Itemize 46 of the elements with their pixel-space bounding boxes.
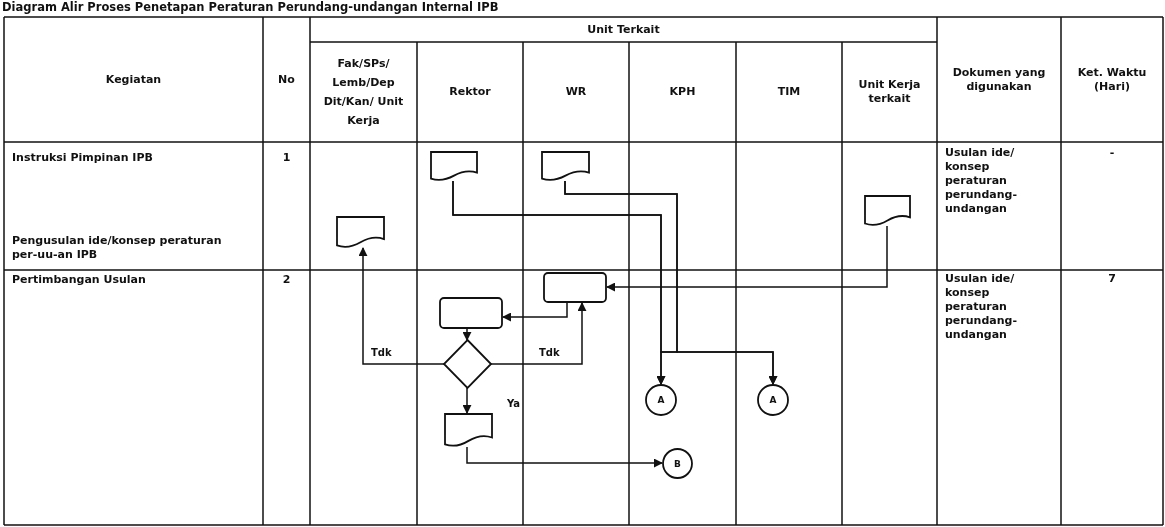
table-cell-text: 1	[282, 151, 291, 165]
flow-arrow	[462, 328, 472, 341]
flow-arrow	[606, 225, 888, 292]
table-cell-text: 2	[282, 273, 291, 287]
column-header: KPH	[669, 85, 696, 99]
table-cell-text: Usulan ide/ konsep peraturan perundang-undangan	[945, 146, 1018, 216]
table-cell-text: -	[1109, 146, 1115, 160]
connector-circle	[662, 448, 693, 479]
connector-circle	[757, 384, 789, 416]
connector-circle	[645, 384, 677, 416]
flow-arrow	[358, 247, 445, 365]
document-shape	[336, 216, 385, 248]
table-cell-text: Pengusulan ide/konsep peraturan per-uu-an IPB	[12, 234, 223, 262]
column-header: No	[278, 72, 295, 87]
column-header: Kegiatan	[105, 72, 162, 87]
column-header: Unit Terkait	[587, 22, 660, 37]
column-header: Dokumen yang digunakan	[951, 65, 1047, 94]
flow-arrow	[564, 180, 778, 385]
diagram-title: Diagram Alir Proses Penetapan Peraturan Perundang-undangan Internal IPB	[2, 0, 499, 15]
flow-arrow	[466, 446, 663, 468]
column-header: Rektor	[449, 85, 491, 99]
process-box	[543, 272, 607, 303]
process-box	[439, 297, 503, 329]
document-shape	[864, 195, 911, 226]
decision-diamond	[444, 340, 491, 388]
column-header: Fak/SPs/ Lemb/Dep Dit/Kan/ Unit Kerja	[322, 56, 405, 129]
edge-label: Tdk	[370, 347, 393, 359]
flow-arrow	[462, 387, 472, 414]
column-header: WR	[565, 85, 587, 99]
table-cell-text: 7	[1108, 272, 1116, 286]
edge-label: Ya	[506, 398, 522, 410]
flow-arrow	[502, 302, 568, 322]
connector-letter: A	[657, 395, 665, 405]
connector-letter: B	[674, 458, 681, 469]
connector-letter: A	[769, 395, 777, 405]
table-cell-text: Pertimbangan Usulan	[12, 273, 146, 287]
edge-label: Tdk	[538, 347, 561, 359]
column-header: TIM	[777, 85, 801, 99]
table-cell-text: Instruksi Pimpinan IPB	[12, 151, 153, 165]
flow-arrow	[490, 302, 587, 365]
document-shape	[430, 151, 478, 181]
column-header: Ket. Waktu (Hari)	[1076, 65, 1148, 94]
table-cell-text: Usulan ide/ konsep peraturan perundang-undangan	[945, 272, 1018, 342]
document-shape	[444, 413, 493, 447]
column-header: Unit Kerja terkait	[857, 78, 922, 106]
document-shape	[541, 151, 590, 181]
